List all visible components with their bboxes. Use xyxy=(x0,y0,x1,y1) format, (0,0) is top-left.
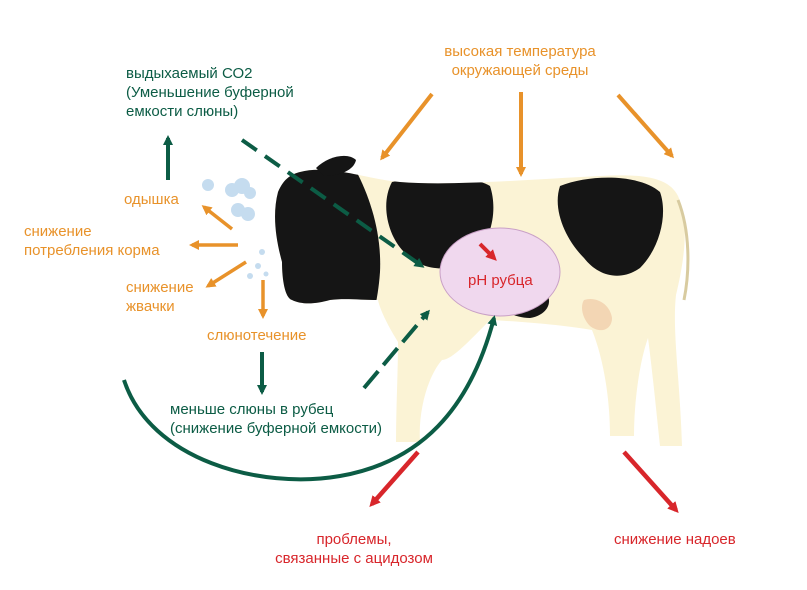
dyspnea-arrow xyxy=(201,205,234,231)
cud-label-line2: жвачки xyxy=(126,298,175,315)
milk-drop-label: снижение надоев xyxy=(614,531,736,548)
feed-label-line1: снижение xyxy=(24,223,92,240)
rumen xyxy=(439,227,561,317)
milk-drop-arrow xyxy=(622,450,679,513)
cow-back-spot xyxy=(557,177,664,276)
green-arrows xyxy=(122,135,498,482)
heat-arrow-to-rear xyxy=(616,93,674,159)
feed-label-line2: потребления корма xyxy=(24,242,160,259)
salivation-label: слюнотечение xyxy=(207,327,307,344)
heat-label-line2: окружающей среды xyxy=(451,62,589,79)
cow-udder xyxy=(582,298,612,331)
heat-label: высокая температура окружающей среды xyxy=(422,42,618,80)
cow-head-spot xyxy=(275,169,381,340)
cow-ear xyxy=(316,155,356,176)
co2-label-line2: (Уменьшение буферной xyxy=(126,84,294,101)
co2-label-line1: выдыхаемый СО2 xyxy=(126,65,253,82)
cow-illustration xyxy=(275,155,690,447)
acidosis-line2: связанные с ацидозом xyxy=(275,550,433,567)
co2-label: выдыхаемый СО2 (Уменьшение буферной емко… xyxy=(126,64,294,121)
co2-to-rumen-arrow xyxy=(240,138,425,268)
curve-to-rumen-arrow xyxy=(122,315,498,482)
rumen-ph-label: pH рубца xyxy=(468,272,533,289)
breath-clouds xyxy=(202,178,256,221)
dyspnea-label: одышка xyxy=(124,191,179,208)
cud-arrow xyxy=(205,260,247,288)
acidosis-label: проблемы, связанные с ацидозом xyxy=(254,530,454,568)
acidosis-line1: проблемы, xyxy=(316,531,392,548)
cud-label-line1: снижение xyxy=(126,279,194,296)
less-saliva-line2: (снижение буферной емкости) xyxy=(170,420,382,437)
heat-arrows xyxy=(380,92,674,177)
outcome-arrows xyxy=(369,450,679,513)
heat-label-line1: высокая температура xyxy=(444,43,596,60)
saliva-drops xyxy=(247,249,269,279)
cud-label: снижение жвачки xyxy=(126,278,194,316)
acidosis-arrow xyxy=(369,450,420,507)
less-saliva-line1: меньше слюны в рубец xyxy=(170,401,334,418)
less-saliva-label: меньше слюны в рубец (снижение буферной … xyxy=(170,400,382,438)
heat-arrow-to-head xyxy=(380,92,434,161)
co2-label-line3: емкости слюны) xyxy=(126,103,239,120)
ph-drop-icon xyxy=(478,242,497,261)
cow-tail xyxy=(676,199,690,301)
symptom-arrows xyxy=(189,205,268,319)
feed-intake-label: снижение потребления корма xyxy=(24,222,160,260)
less-saliva-up-arrow xyxy=(362,309,430,390)
